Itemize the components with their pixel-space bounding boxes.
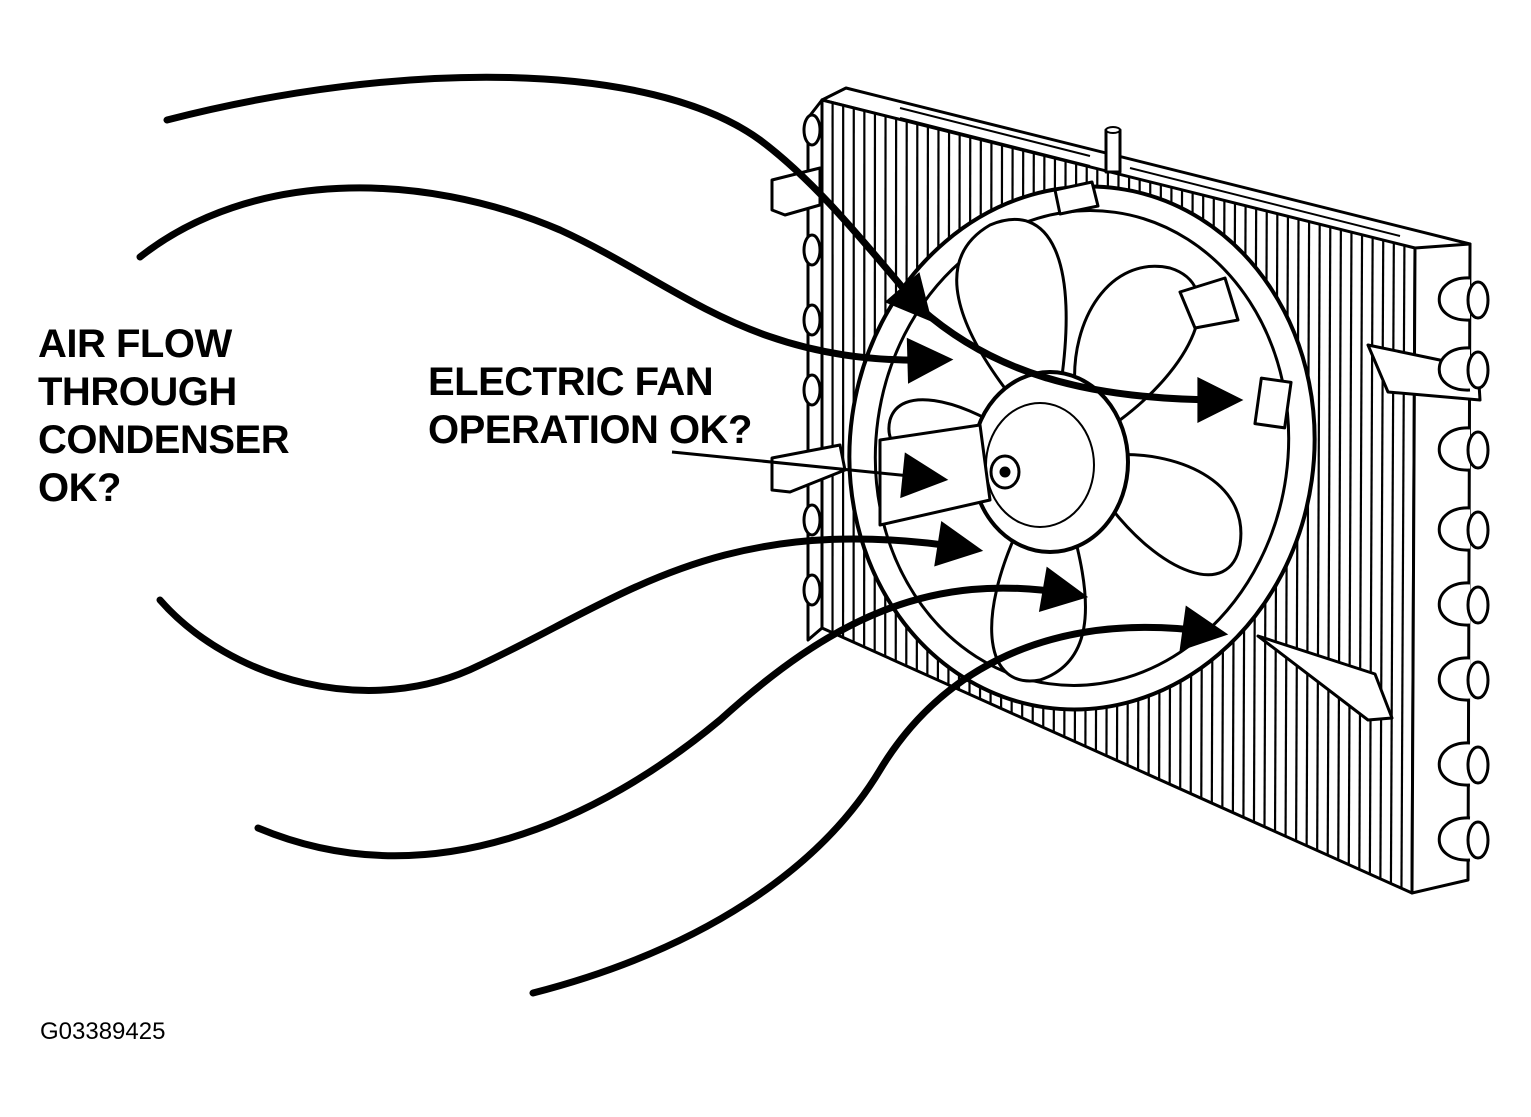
label-line: THROUGH: [38, 370, 237, 414]
condenser-fin: [1368, 237, 1374, 875]
shroud-tab-right: [1178, 276, 1240, 330]
label-line: AIR FLOW: [38, 322, 232, 366]
tube-end: [1466, 660, 1490, 700]
fan-question-label: ELECTRIC FAN OPERATION OK?: [428, 358, 752, 454]
fan-electrical-connector: [1253, 376, 1293, 430]
tube-return-bend: [1437, 276, 1471, 322]
airflow-arrow: [156, 521, 984, 694]
airflow-arrow: [254, 566, 1089, 860]
label-line: ELECTRIC FAN: [428, 360, 714, 404]
condenser-fin: [1347, 232, 1353, 865]
fan-blades: [887, 218, 1243, 683]
condenser-fin: [1326, 226, 1332, 856]
condenser-top-stub: [1104, 128, 1122, 174]
tube-end: [1466, 585, 1490, 625]
left-tube-bends: [802, 113, 822, 607]
condenser-fin: [1316, 224, 1321, 851]
condenser-fin: [1358, 234, 1364, 870]
fan-blade: [1103, 452, 1243, 577]
tube-end: [1466, 430, 1490, 470]
airflow-arrow: [529, 605, 1229, 997]
airflow-arrow: [163, 73, 933, 322]
tube-return-bend: [1437, 741, 1471, 787]
tube-return-bend: [1437, 346, 1471, 392]
bracket-upper-left: [770, 166, 822, 217]
airflow-arrow: [136, 184, 954, 384]
shroud-tab-top: [1053, 180, 1100, 216]
tube-end: [1466, 280, 1490, 320]
condenser-end-tank: [1410, 242, 1472, 895]
tube-return-bend: [1437, 506, 1471, 552]
tube-end: [1466, 745, 1490, 785]
fan-leader-arrow: [671, 450, 949, 499]
bracket-lower-right: [1256, 634, 1394, 722]
figure-id: G03389425: [40, 1018, 166, 1045]
fan-blade: [1073, 264, 1201, 422]
right-tube-bends: [1437, 276, 1490, 862]
tube-return-bend: [1437, 426, 1471, 472]
electric-fan: [847, 180, 1317, 712]
tube-return-bend: [1437, 656, 1471, 702]
condenser-fin: [1337, 229, 1342, 860]
tube-end: [1466, 820, 1490, 860]
condenser-fin: [1379, 240, 1385, 879]
label-line: OK?: [38, 466, 121, 510]
tube-end: [1466, 510, 1490, 550]
tube-return-bend: [1437, 581, 1471, 627]
tube-end: [1466, 350, 1490, 390]
condenser-fin: [1305, 221, 1311, 846]
tube-return-bend: [1437, 816, 1471, 862]
label-line: CONDENSER: [38, 418, 290, 462]
label-line: OPERATION OK?: [428, 408, 752, 452]
airflow-question-label: AIR FLOW THROUGH CONDENSER OK?: [38, 320, 290, 512]
airflow-arrow: [916, 304, 1244, 423]
bracket-middle-left: [770, 443, 847, 494]
airflow-arrows: [136, 73, 1244, 997]
